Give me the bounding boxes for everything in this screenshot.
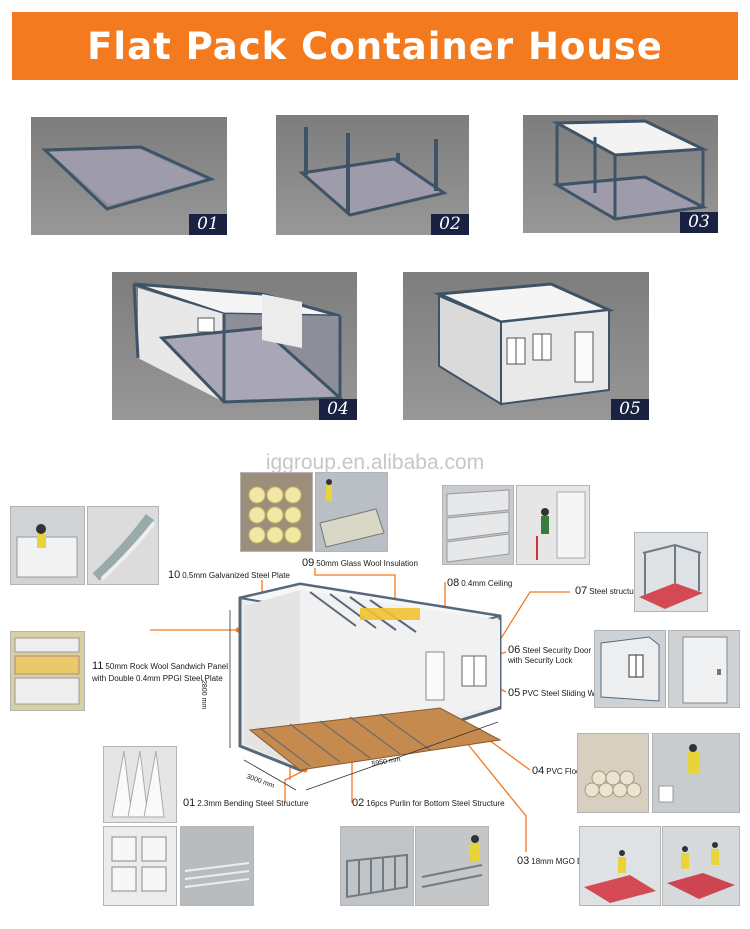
page-title: Flat Pack Container House xyxy=(87,24,663,68)
step-number: 02 xyxy=(431,214,469,235)
height-dimension: 2800 mm xyxy=(200,680,207,709)
photo-mgo-install xyxy=(662,826,740,906)
photo-corner-fittings xyxy=(103,826,177,906)
photo-window xyxy=(594,630,666,708)
frame-with-roof-illustration xyxy=(551,119,709,221)
photo-mgo-board xyxy=(579,826,661,906)
photo-glass-wool xyxy=(240,472,313,552)
photo-purlin-welding xyxy=(415,826,489,906)
photo-steel-base-stack xyxy=(180,826,254,906)
photo-ceiling-panels xyxy=(442,485,514,565)
partial-walls-illustration xyxy=(132,282,344,404)
photo-insulation-work xyxy=(315,472,388,552)
title-banner: Flat Pack Container House xyxy=(12,12,738,80)
step-01-image: 01 xyxy=(31,117,227,235)
photo-door xyxy=(668,630,740,708)
photo-pvc-floor-rolls xyxy=(577,733,649,813)
photo-steel-structure xyxy=(634,532,708,612)
step-03-image: 03 xyxy=(523,115,718,233)
photo-rock-wool xyxy=(10,631,85,711)
finished-house-illustration xyxy=(433,282,615,406)
flat-frame-illustration xyxy=(41,145,216,211)
step-number: 01 xyxy=(189,214,227,235)
step-number: 03 xyxy=(680,212,718,233)
step-number: 04 xyxy=(319,399,357,420)
length-dimension: 5950 mm xyxy=(371,756,401,768)
step-05-image: 05 xyxy=(403,272,649,420)
photo-steel-plate-roll xyxy=(87,506,159,585)
watermark: iggroup.en.alibaba.com xyxy=(265,451,485,474)
photo-bending-steel xyxy=(103,746,177,823)
photo-floor-install xyxy=(652,733,740,813)
photo-panel-install xyxy=(10,506,85,585)
step-02-image: 02 xyxy=(276,115,469,235)
photo-ceiling-install xyxy=(516,485,590,565)
step-04-image: 04 xyxy=(112,272,357,420)
frame-with-columns-illustration xyxy=(298,127,448,217)
photo-purlin-frame xyxy=(340,826,414,906)
step-number: 05 xyxy=(611,399,649,420)
